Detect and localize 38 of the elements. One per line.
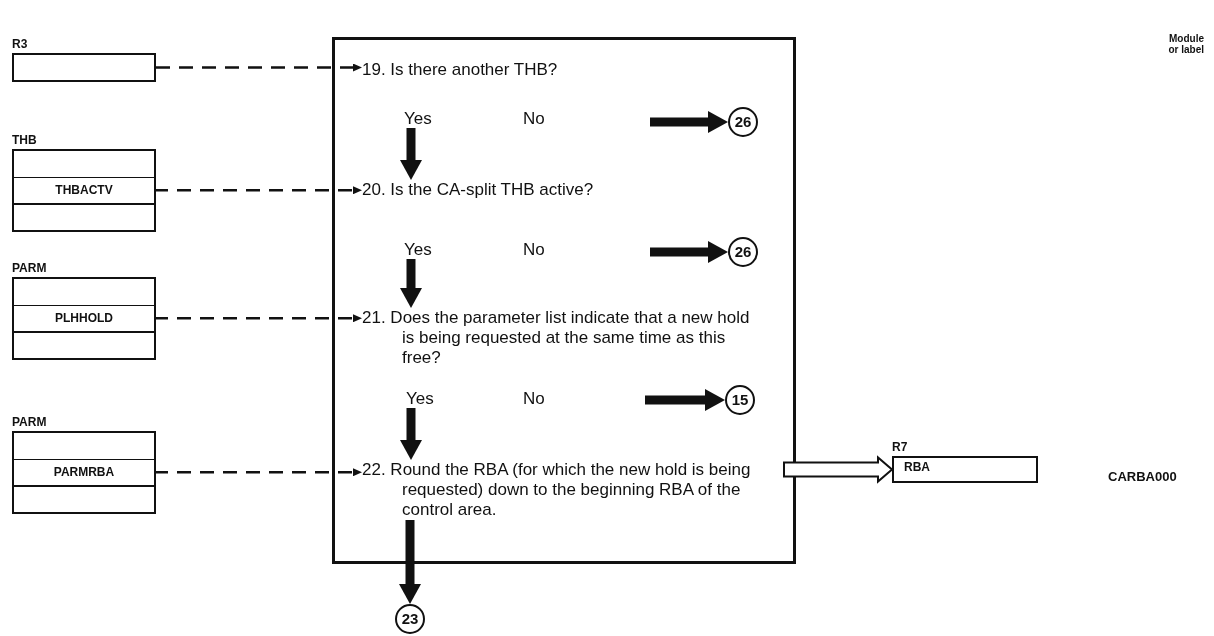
connector-circle: 23 bbox=[395, 604, 425, 634]
dashed-arrow bbox=[156, 63, 362, 72]
connector-circle: 26 bbox=[728, 107, 758, 137]
process-box bbox=[332, 37, 796, 564]
dashed-arrow bbox=[154, 186, 362, 195]
block-label: R7 bbox=[892, 441, 908, 454]
dashed-arrow bbox=[154, 468, 362, 477]
step-text: 20. Is the CA-split THB active? bbox=[362, 180, 692, 200]
block-label: PARM bbox=[12, 416, 47, 429]
side-label: No bbox=[523, 110, 546, 128]
field-row: PLHHOLD bbox=[14, 304, 154, 332]
side-label: No bbox=[523, 241, 546, 259]
field-row: THBACTV bbox=[14, 176, 154, 204]
block-arrow bbox=[645, 389, 725, 411]
block-arrow bbox=[650, 111, 728, 133]
field-text: RBA bbox=[904, 460, 930, 474]
side-label: CARBA000 bbox=[1108, 470, 1178, 484]
block-arrow bbox=[650, 241, 728, 263]
dashed-arrow bbox=[154, 314, 362, 323]
branch-label: Yes bbox=[406, 390, 434, 408]
connector-circle: 26 bbox=[728, 237, 758, 267]
branch-label: Yes bbox=[404, 110, 432, 128]
block-arrow bbox=[399, 520, 421, 604]
side-label: No bbox=[523, 390, 546, 408]
block-arrow bbox=[400, 128, 422, 180]
block-label: R3 bbox=[12, 38, 28, 51]
step-text: 22. Round the RBA (for which the new hold is being requested) down to the beginning RBA of the control area. bbox=[362, 460, 756, 520]
block-label: THB bbox=[12, 134, 37, 147]
connector-circle: 15 bbox=[725, 385, 755, 415]
block-arrow bbox=[400, 259, 422, 308]
branch-label: Yes bbox=[404, 241, 432, 259]
step-text: 21. Does the parameter list indicate that a new hold is being requested at the same time as this free? bbox=[362, 308, 756, 368]
step-text: 19. Is there another THB? bbox=[362, 60, 692, 80]
side-label: Module or label bbox=[1167, 33, 1204, 55]
block-label: PARM bbox=[12, 262, 47, 275]
hollow-arrow bbox=[783, 455, 894, 484]
field-row: PARMRBA bbox=[14, 458, 154, 486]
block-arrow bbox=[400, 408, 422, 460]
